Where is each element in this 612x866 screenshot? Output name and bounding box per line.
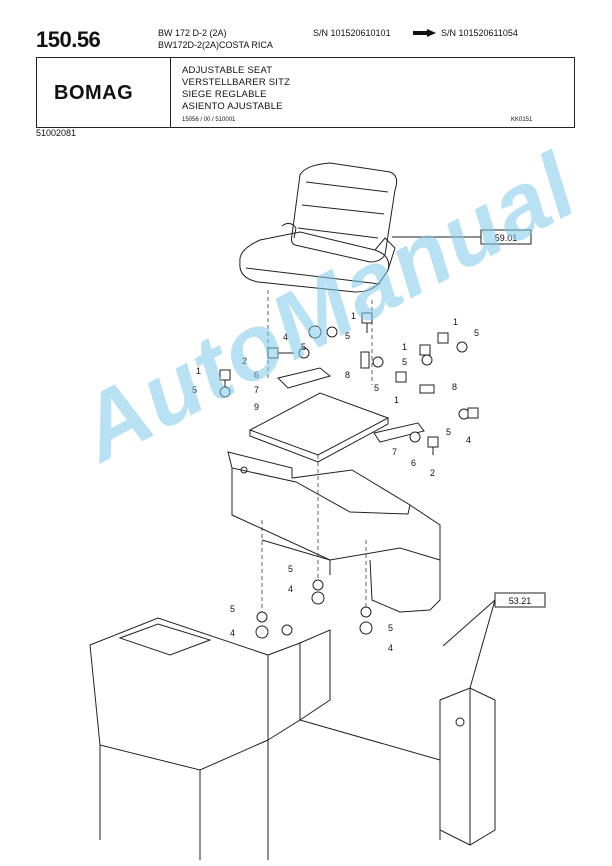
callout-5i: 5	[230, 604, 235, 614]
bomag-logo: BOMAG	[54, 82, 134, 104]
callout-8a: 8	[345, 370, 350, 380]
callout-9: 9	[254, 402, 259, 412]
callout-numbers: 1 5 4 5 2 6 7 9 1 5 1 5 1 5 8 5 1 8 5 4 …	[192, 311, 479, 653]
callout-5e: 5	[402, 357, 407, 367]
callout-4a: 4	[283, 332, 288, 342]
model-line-1: BW 172 D-2 (2A)	[158, 28, 227, 38]
callout-5g: 5	[446, 427, 451, 437]
sheet-code: KK0151	[511, 117, 533, 123]
serial-from: S/N 101520610101	[313, 28, 391, 38]
seat-assembly	[239, 162, 398, 293]
seat-console	[227, 451, 441, 613]
leader-53-21-a	[442, 599, 496, 647]
title-es: ASIENTO AJUSTABLE	[182, 101, 283, 112]
callout-1c: 1	[453, 317, 458, 327]
ref-label-59-01: 59.01	[495, 233, 518, 243]
callout-5f: 5	[374, 383, 379, 393]
callout-4e: 4	[388, 643, 393, 653]
callout-1d: 1	[402, 342, 407, 352]
callout-8b: 8	[452, 382, 457, 392]
logo-cell: BOMAG	[37, 58, 171, 127]
callout-2b: 2	[430, 468, 435, 478]
title-en: ADJUSTABLE SEAT	[182, 65, 273, 76]
callout-5d: 5	[474, 328, 479, 338]
callout-1b: 1	[196, 366, 201, 376]
arrow-right-icon	[413, 29, 436, 37]
callout-7b: 7	[392, 447, 397, 457]
callout-5c: 5	[192, 385, 197, 395]
callout-2a: 2	[242, 356, 247, 366]
fasteners	[219, 312, 479, 639]
page-number: 150.56	[36, 27, 101, 52]
callout-5h: 5	[288, 564, 293, 574]
machine-frame	[89, 617, 496, 860]
callout-5b: 5	[301, 342, 306, 352]
callout-1e: 1	[394, 395, 399, 405]
ref-label-53-21: 53.21	[509, 596, 532, 606]
callout-5a: 5	[345, 331, 350, 341]
serial-to: S/N 101520611054	[441, 28, 518, 38]
callout-6a: 6	[254, 370, 259, 380]
slide-rail-plate	[248, 367, 425, 463]
callout-4c: 4	[288, 584, 293, 594]
header-box: BOMAG ADJUSTABLE SEAT VERSTELLBARER SITZ…	[36, 57, 575, 128]
callout-4d: 4	[230, 628, 235, 638]
title-fr: SIEGE REGLABLE	[182, 89, 267, 100]
ref-code: 15056 / 00 / 510001	[182, 117, 236, 123]
leader-53-21-b	[469, 599, 496, 689]
title-de: VERSTELLBARER SITZ	[182, 77, 291, 88]
callout-7a: 7	[254, 385, 259, 395]
doc-number: 51002081	[36, 128, 77, 138]
assembly-centerlines	[261, 290, 373, 615]
model-line-2: BW172D-2(2A)COSTA RICA	[158, 40, 273, 50]
callout-4b: 4	[466, 435, 471, 445]
callout-5j: 5	[388, 623, 393, 633]
ref-box-59-01	[480, 229, 532, 245]
callout-1a: 1	[351, 311, 356, 321]
callout-6b: 6	[411, 458, 416, 468]
ref-box-53-21	[494, 592, 546, 608]
